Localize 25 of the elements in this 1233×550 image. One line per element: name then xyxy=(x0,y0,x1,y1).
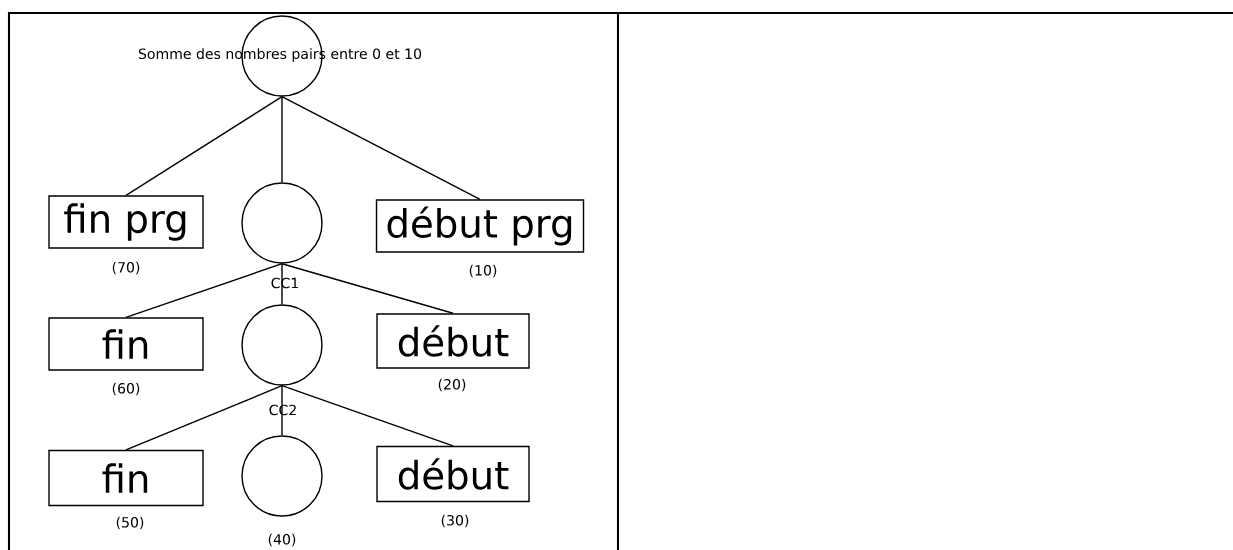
connector-line xyxy=(125,96,283,196)
text-box: fin xyxy=(48,449,204,507)
connector-line xyxy=(281,385,283,436)
connector-line xyxy=(281,96,283,183)
tree-circle xyxy=(241,435,323,517)
node-caption: (40) xyxy=(268,533,296,547)
connector-line xyxy=(281,263,454,314)
node-caption: (70) xyxy=(112,261,140,275)
text-box: début xyxy=(376,313,530,369)
text-box: fin prg xyxy=(48,195,204,249)
connector-line xyxy=(281,263,283,305)
text-box: début prg xyxy=(375,199,585,253)
node-caption: (20) xyxy=(438,378,466,392)
tree-circle xyxy=(241,304,323,386)
node-caption: (10) xyxy=(469,264,497,278)
connector-line xyxy=(125,385,283,451)
text-box: fin xyxy=(48,317,204,371)
node-caption: (60) xyxy=(112,382,140,396)
connector-line xyxy=(281,96,481,200)
node-caption: (50) xyxy=(116,516,144,530)
node-caption: (30) xyxy=(441,514,469,528)
tree-circle xyxy=(241,182,323,264)
connector-line xyxy=(281,385,454,447)
text-box: début xyxy=(376,445,530,503)
connector-line xyxy=(125,263,283,318)
